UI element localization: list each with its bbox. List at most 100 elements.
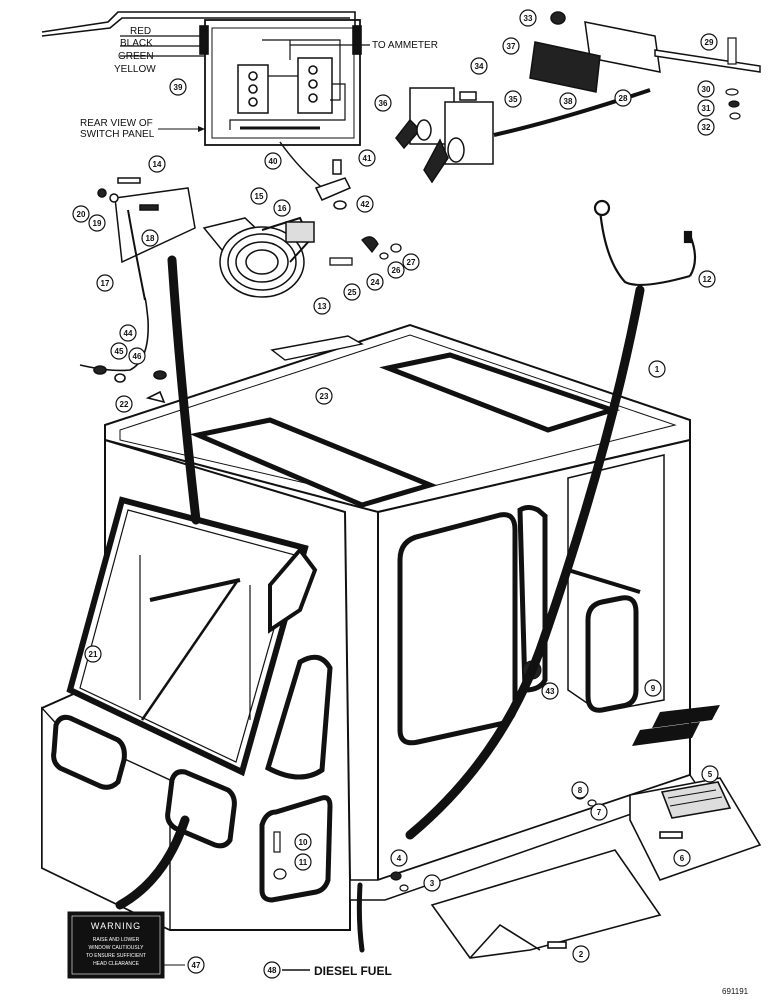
callout-number: 10 <box>299 838 308 847</box>
callout-38: 38 <box>559 92 577 110</box>
callout-30: 30 <box>697 80 715 98</box>
wiring-harness <box>593 199 697 286</box>
callout-circle <box>264 152 282 170</box>
callout-number: 48 <box>268 966 277 975</box>
callout-circle <box>614 89 632 107</box>
callout-number: 31 <box>702 104 711 113</box>
stripe-decal <box>632 705 720 746</box>
callout-31: 31 <box>697 99 715 117</box>
toggle-switches <box>395 87 494 184</box>
callout-23: 23 <box>315 387 333 405</box>
callout-number: 12 <box>703 275 712 284</box>
callout-circle <box>559 92 577 110</box>
wire-label-green: GREEN <box>118 51 154 62</box>
callout-number: 5 <box>708 770 713 779</box>
callout-circle <box>502 37 520 55</box>
callout-circle <box>84 645 102 663</box>
callout-circle <box>697 80 715 98</box>
callout-circle <box>250 187 268 205</box>
callout-number: 26 <box>392 266 401 275</box>
callout-number: 39 <box>174 83 183 92</box>
callout-8: 8 <box>571 781 589 799</box>
to-ammeter-label: TO AMMETER <box>372 40 438 51</box>
callout-circle <box>366 273 384 291</box>
callout-28: 28 <box>614 89 632 107</box>
callout-27: 27 <box>402 253 420 271</box>
callout-14: 14 <box>148 155 166 173</box>
callout-number: 42 <box>361 200 370 209</box>
step-fender <box>629 777 762 881</box>
callout-circle <box>374 94 392 112</box>
callout-45: 45 <box>110 342 128 360</box>
callout-circle <box>697 99 715 117</box>
callout-number: 20 <box>77 210 86 219</box>
callout-number: 36 <box>379 99 388 108</box>
callout-46: 46 <box>128 347 146 365</box>
callout-1: 1 <box>648 360 666 378</box>
callout-number: 18 <box>146 234 155 243</box>
callout-number: 43 <box>546 687 555 696</box>
defroster-fan <box>202 216 315 298</box>
callout-34: 34 <box>470 57 488 75</box>
callout-circle <box>119 324 137 342</box>
ground-bracket-assembly <box>97 177 196 301</box>
callout-circle <box>128 347 146 365</box>
callout-number: 41 <box>363 154 372 163</box>
callout-circle <box>96 274 114 292</box>
callout-48: 48 <box>263 961 281 979</box>
warning-line-2: WINDOW CAUTIOUSLY <box>89 945 145 951</box>
wire-color-labels: RED BLACK GREEN YELLOW TO AMMETER REAR V… <box>80 26 438 140</box>
callout-24: 24 <box>366 273 384 291</box>
callout-17: 17 <box>96 274 114 292</box>
callout-number: 25 <box>348 288 357 297</box>
callout-circle <box>169 78 187 96</box>
callout-number: 14 <box>153 160 162 169</box>
callout-circle <box>358 149 376 167</box>
callout-29: 29 <box>700 33 718 51</box>
callout-number: 6 <box>680 854 685 863</box>
callout-number: 37 <box>507 42 516 51</box>
callout-36: 36 <box>374 94 392 112</box>
wire-label-black: BLACK <box>120 38 153 49</box>
callout-39: 39 <box>169 78 187 96</box>
diesel-fuel-label: DIESEL FUEL <box>314 964 392 978</box>
callout-18: 18 <box>141 229 159 247</box>
callout-number: 38 <box>564 97 573 106</box>
callout-number: 23 <box>320 392 329 401</box>
callout-33: 33 <box>519 9 537 27</box>
callout-number: 11 <box>299 858 308 867</box>
callout-10: 10 <box>294 833 312 851</box>
callout-13: 13 <box>313 297 331 315</box>
callout-20: 20 <box>72 205 90 223</box>
callout-3: 3 <box>423 874 441 892</box>
callout-circle <box>700 33 718 51</box>
callout-number: 35 <box>509 95 518 104</box>
callout-number: 13 <box>318 302 327 311</box>
callout-16: 16 <box>273 199 291 217</box>
callout-number: 19 <box>93 219 102 228</box>
callout-11: 11 <box>294 853 312 871</box>
callout-47: 47 <box>187 956 205 974</box>
callout-number: 9 <box>651 684 656 693</box>
callout-37: 37 <box>502 37 520 55</box>
callout-22: 22 <box>115 395 133 413</box>
callout-circle <box>141 229 159 247</box>
callout-circle <box>148 155 166 173</box>
callout-32: 32 <box>697 118 715 136</box>
callout-number: 27 <box>407 258 416 267</box>
callout-circle <box>402 253 420 271</box>
callout-number: 1 <box>655 365 660 374</box>
callout-circle <box>72 205 90 223</box>
figure-id: 691191 <box>722 987 749 996</box>
callout-2: 2 <box>572 945 590 963</box>
callout-number: 21 <box>89 650 98 659</box>
callout-43: 43 <box>541 682 559 700</box>
callout-12: 12 <box>698 270 716 288</box>
callout-44: 44 <box>119 324 137 342</box>
callout-number: 28 <box>619 94 628 103</box>
callout-19: 19 <box>88 214 106 232</box>
callout-number: 8 <box>578 786 583 795</box>
callout-4: 4 <box>390 849 408 867</box>
callout-41: 41 <box>358 149 376 167</box>
